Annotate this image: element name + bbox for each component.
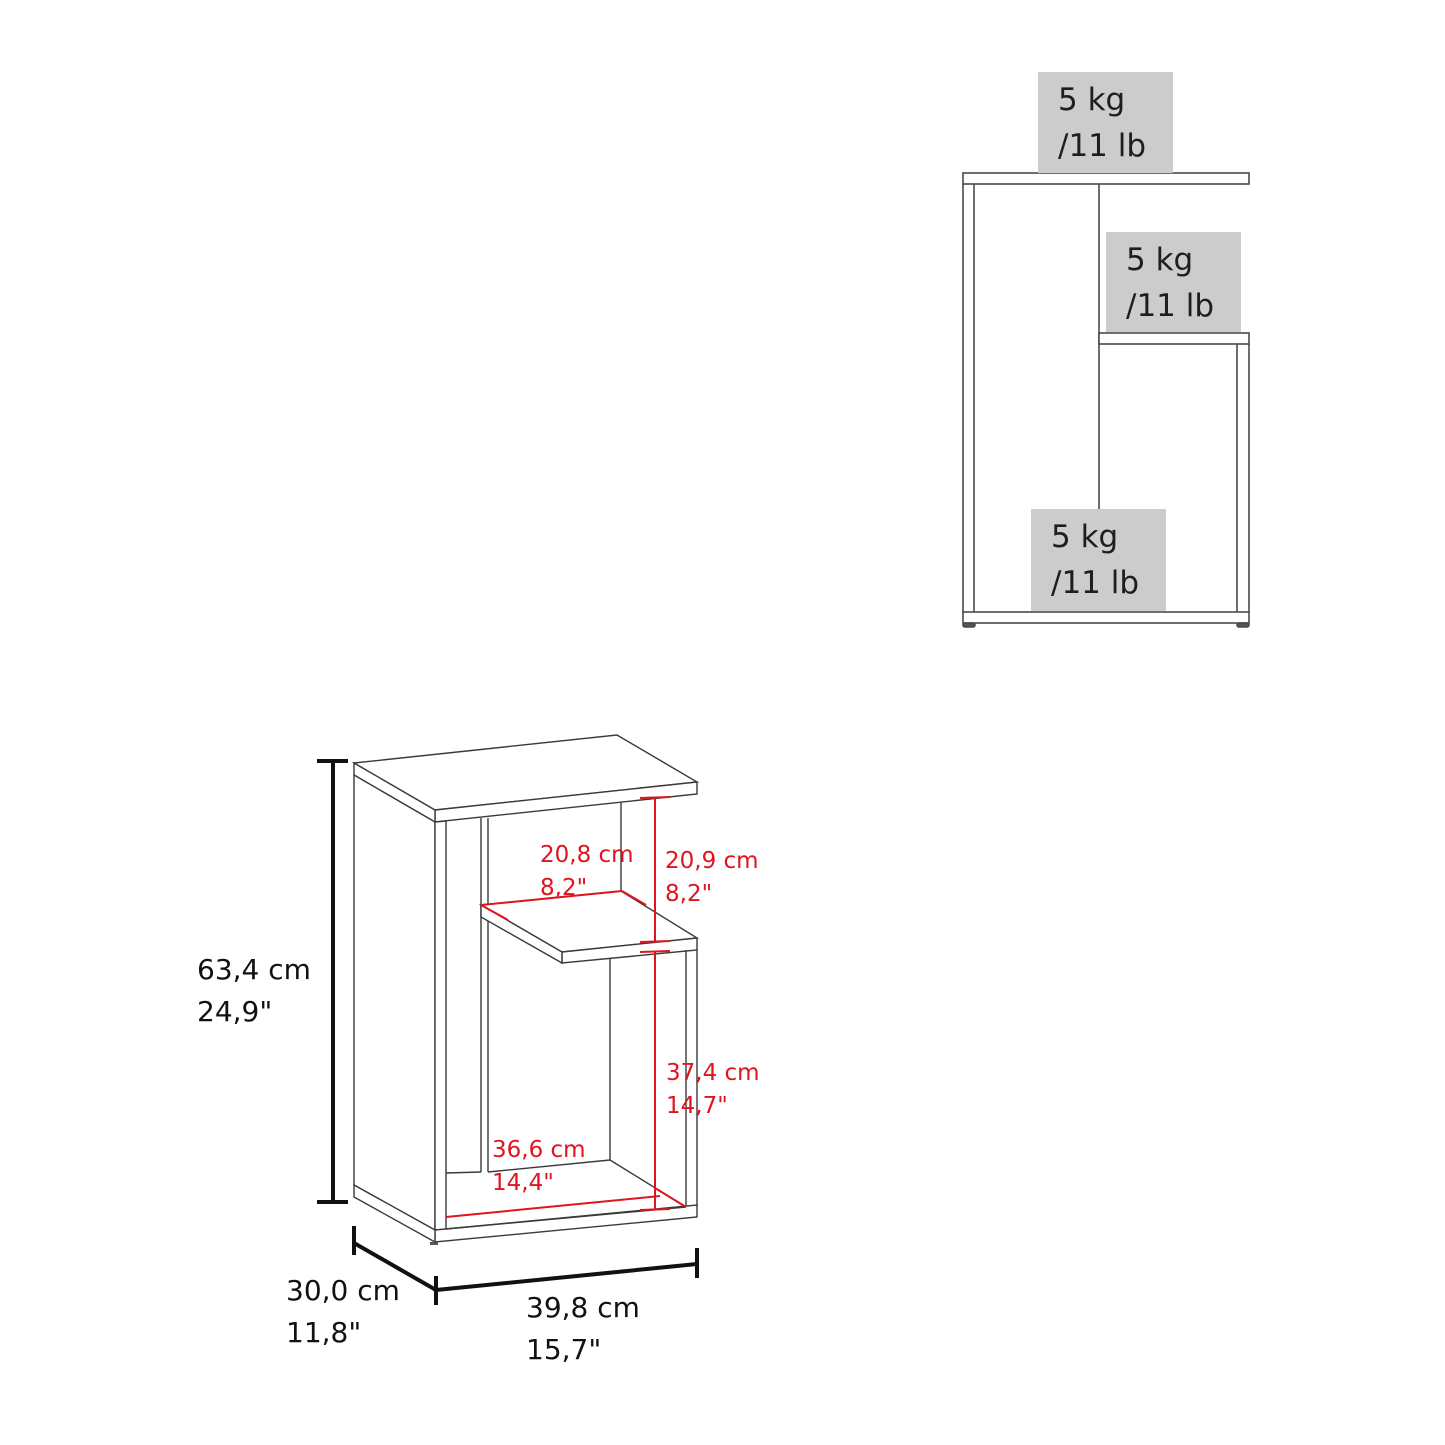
load-label-top: 5 kg /11 lb: [1038, 72, 1173, 173]
bottom-width-in: 14,4": [492, 1170, 554, 1196]
load-lb: /11 lb: [1126, 288, 1215, 324]
load-lb: /11 lb: [1051, 565, 1140, 601]
overall-dimension-lines: [317, 759, 699, 1305]
upper-shelf-depth-cm: 20,8 cm: [540, 842, 634, 868]
bottom-width-cm: 36,6 cm: [492, 1137, 586, 1163]
upper-opening-height-cm: 20,9 cm: [665, 848, 759, 874]
lower-opening-height-in: 14,7": [666, 1093, 728, 1119]
load-label-middle-shelf: 5 kg /11 lb: [1106, 232, 1241, 332]
depth-cm: 30,0 cm: [286, 1274, 400, 1307]
bottom-width-dimension: 36,6 cm 14,4": [492, 1139, 586, 1195]
front-view-drawing: [962, 172, 1250, 628]
width-dimension: 39,8 cm 15,7": [526, 1294, 640, 1364]
load-kg: 5 kg: [1058, 82, 1126, 118]
depth-in: 11,8": [286, 1316, 362, 1349]
height-in: 24,9": [197, 995, 273, 1028]
height-dimension: 63,4 cm 24,9": [197, 956, 311, 1026]
inner-dimension-lines: [445, 796, 687, 1218]
upper-opening-height-dimension: 20,9 cm 8,2": [665, 850, 759, 906]
width-in: 15,7": [526, 1333, 602, 1366]
load-kg: 5 kg: [1126, 242, 1194, 278]
width-cm: 39,8 cm: [526, 1291, 640, 1324]
load-lb: /11 lb: [1058, 128, 1147, 164]
upper-shelf-depth-in: 8,2": [540, 875, 588, 901]
depth-dimension: 30,0 cm 11,8": [286, 1277, 400, 1347]
height-cm: 63,4 cm: [197, 953, 311, 986]
lower-opening-height-cm: 37,4 cm: [666, 1060, 760, 1086]
lower-opening-height-dimension: 37,4 cm 14,7": [666, 1062, 760, 1118]
load-label-bottom: 5 kg /11 lb: [1031, 509, 1166, 611]
upper-opening-height-in: 8,2": [665, 881, 713, 907]
isometric-drawing: [351, 734, 700, 1245]
load-kg: 5 kg: [1051, 519, 1119, 555]
upper-shelf-depth-dimension: 20,8 cm 8,2": [540, 844, 634, 900]
